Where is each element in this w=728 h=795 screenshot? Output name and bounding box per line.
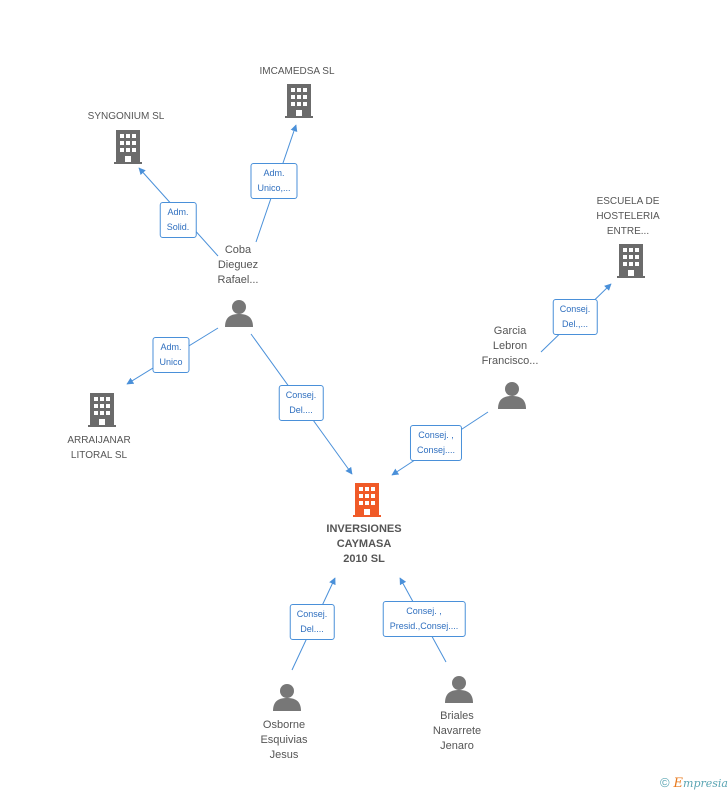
- inversiones-building-icon[interactable]: [353, 483, 381, 517]
- coba-person-icon[interactable]: [225, 300, 253, 327]
- copyright-icon: ©: [659, 775, 670, 790]
- edge-label-garcia-inversiones[interactable]: Consej. , Consej....: [409, 425, 463, 461]
- arraijanar-building-icon[interactable]: [88, 393, 116, 427]
- briales-person-icon[interactable]: [445, 676, 473, 703]
- edge-label-coba-syngonium[interactable]: Adm. Solid.: [159, 202, 197, 238]
- imcamedsa-building-icon[interactable]: [285, 84, 313, 118]
- edge-label-briales-inversiones[interactable]: Consej. , Presid.,Consej....: [382, 601, 466, 637]
- brand-rest: mpresia: [683, 777, 728, 790]
- edge-label-garcia-escuela[interactable]: Consej. Del.,...: [552, 299, 598, 335]
- osborne-person-icon[interactable]: [273, 684, 301, 711]
- briales-label[interactable]: Briales Navarrete Jenaro: [432, 710, 482, 752]
- syngonium-building-icon[interactable]: [114, 130, 142, 164]
- edge-label-coba-imcamedsa[interactable]: Adm. Unico,...: [250, 163, 298, 199]
- brand-e: E: [673, 776, 684, 791]
- edge-label-osborne-inversiones[interactable]: Consej. Del....: [289, 604, 335, 640]
- coba-label[interactable]: Coba Dieguez Rafael...: [217, 244, 259, 286]
- osborne-label[interactable]: Osborne Esquivias Jesus: [260, 719, 308, 761]
- syngonium-label[interactable]: SYNGONIUM SL: [87, 111, 165, 122]
- garcia-person-icon[interactable]: [498, 382, 526, 409]
- escuela-building-icon[interactable]: [617, 244, 645, 278]
- inversiones-label[interactable]: INVERSIONES CAYMASA 2010 SL: [326, 523, 402, 565]
- edges: [126, 124, 612, 671]
- arraijanar-label[interactable]: ARRAIJANAR LITORAL SL: [67, 435, 131, 461]
- edge-label-coba-arraijanar[interactable]: Adm. Unico: [152, 337, 190, 373]
- empresia-watermark: ©Empresia: [660, 775, 728, 791]
- garcia-label[interactable]: Garcia Lebron Francisco...: [481, 325, 539, 367]
- escuela-label[interactable]: ESCUELA DE HOSTELERIA ENTRE...: [596, 196, 660, 237]
- edge-label-coba-inversiones[interactable]: Consej. Del....: [278, 385, 324, 421]
- imcamedsa-label[interactable]: IMCAMEDSA SL: [259, 66, 335, 77]
